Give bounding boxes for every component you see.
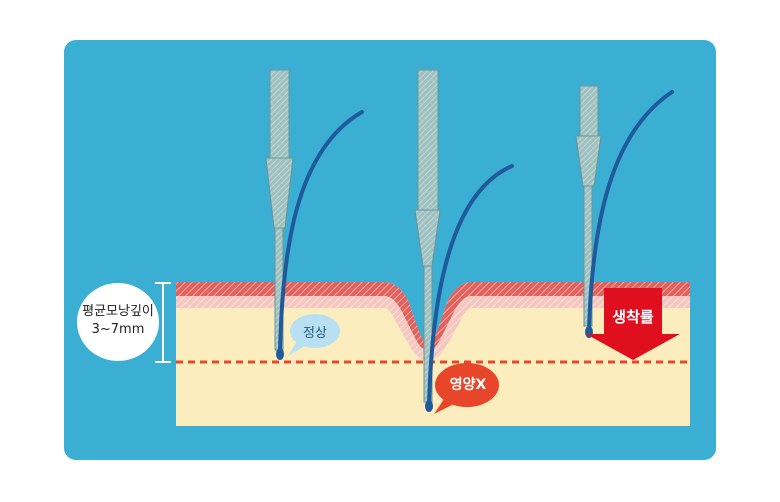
normal-callout xyxy=(288,314,340,356)
hair-root-icon xyxy=(425,400,433,412)
depth-label-value: 3~7mm xyxy=(91,322,145,337)
follicle-depth-label: 평균모낭깊이 3~7mm xyxy=(80,282,156,360)
hair-strand-icon xyxy=(278,110,364,356)
hair-strand-icon xyxy=(587,90,674,334)
depth-bracket xyxy=(155,282,171,363)
implanter-needle-icon xyxy=(575,85,602,327)
hair-strand-icon xyxy=(427,164,514,408)
nutrition-x-label: 영양X xyxy=(449,377,487,393)
implanter-needle-icon xyxy=(265,69,294,351)
survival-rate-label: 생착률 xyxy=(612,308,654,326)
normal-label: 정상 xyxy=(303,326,327,341)
arrow-down-icon xyxy=(586,288,680,360)
nutrition-x-callout xyxy=(434,363,499,414)
implanter-needle-icon xyxy=(414,69,441,403)
hair-root-icon xyxy=(276,348,284,360)
depth-label-title: 평균모낭깊이 xyxy=(82,304,154,319)
depth-label-bubble xyxy=(77,283,159,361)
